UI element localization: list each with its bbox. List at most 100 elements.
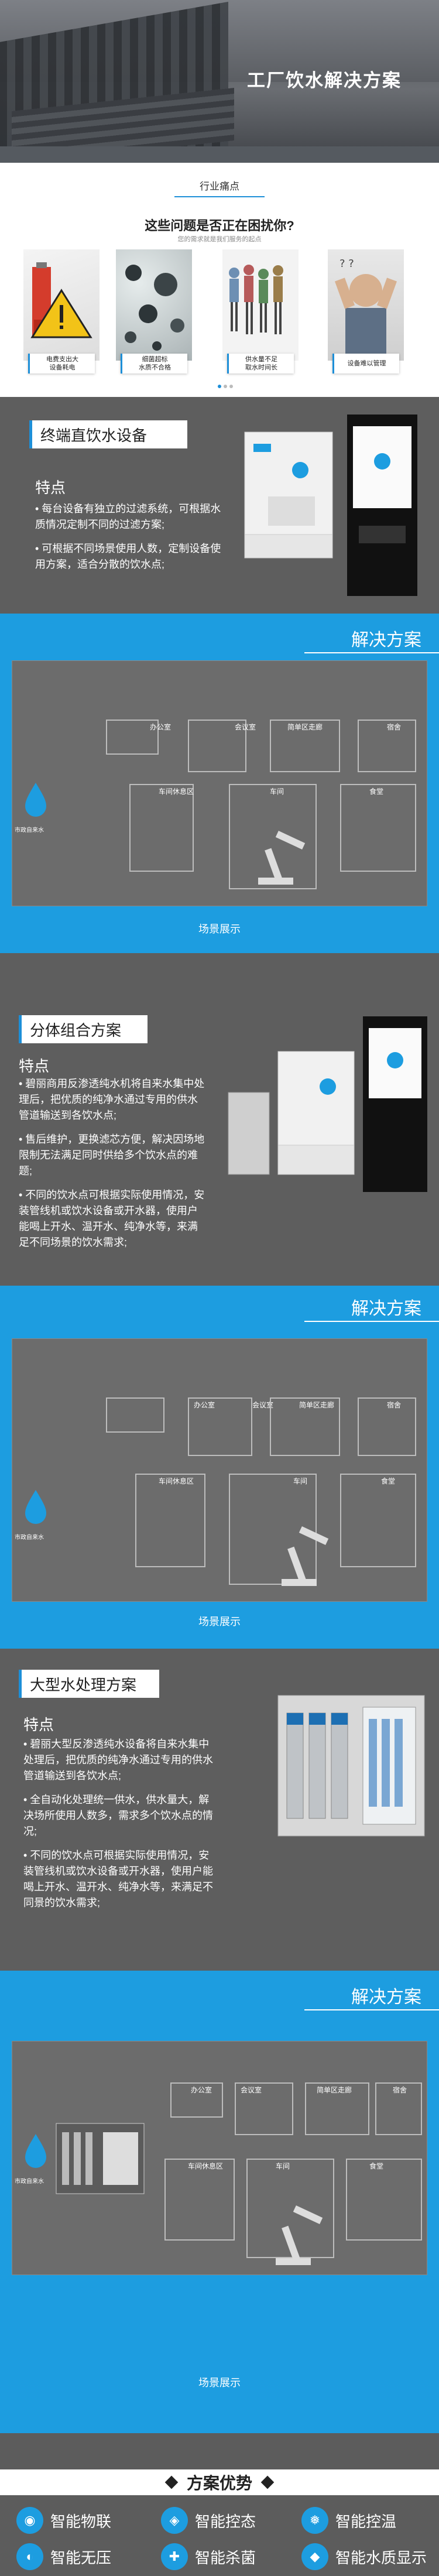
room-label: 简单区走廊 xyxy=(287,723,323,731)
room-label: 会议室 xyxy=(241,2086,262,2094)
feature-heading: 特点 xyxy=(35,479,66,496)
water-drop-icon xyxy=(25,2134,46,2168)
room-label: 食堂 xyxy=(381,1477,396,1485)
pain-points-section: 行业痛点 这些问题是否正在困扰你? 您的需求就是我们服务的起点 电费支出大 设备… xyxy=(0,163,439,397)
advantage-item: ◐智能无压 xyxy=(16,2543,111,2570)
room xyxy=(188,720,246,772)
room-label: 车间 xyxy=(293,1477,308,1485)
feature-item: • 售后维护，更换滤芯方便，解决因场地限制无法满足同时供给多个饮水点的难题; xyxy=(19,1133,205,1177)
bacteria-image xyxy=(116,249,192,361)
crowd-image xyxy=(222,249,299,361)
room-label: 车间休息区 xyxy=(159,787,194,796)
feature-item: • 全自动化处理统一供水，供水量大，解决场所使用人数多，需求多个饮水点的情况; xyxy=(23,1794,213,1837)
feature-item: • 不同的饮水点可根据实际使用情况，安装管线机或饮水设备或开水器，使用户能喝上开… xyxy=(19,1189,205,1248)
room-label: 宿舍 xyxy=(387,1401,402,1409)
room xyxy=(340,1474,416,1567)
scene-label: 场景展示 xyxy=(198,1616,241,1628)
room xyxy=(346,2159,422,2241)
room-label: 食堂 xyxy=(369,2162,384,2170)
advantage-item: ◉智能物联 xyxy=(16,2507,111,2534)
floor-plan-1: 办公室 会议室 简单区走廊 宿舍 车间休息区 车间 食堂 市政自来水 xyxy=(12,660,427,906)
room xyxy=(246,2159,334,2258)
hero-banner: 工厂饮水解决方案 xyxy=(0,0,439,163)
room-label: 办公室 xyxy=(191,2086,212,2094)
quality-icon: ◆ xyxy=(301,2543,328,2570)
sterilize-icon: ✚ xyxy=(161,2543,188,2570)
room xyxy=(106,1397,164,1433)
advantages-title: 方案优势 xyxy=(0,2469,439,2495)
room-label: 车间 xyxy=(276,2162,290,2170)
water-drop-icon xyxy=(25,1490,46,1524)
split-combination-section: 分体组合方案 特点 • 碧丽商用反渗透纯水机将自来水集中处理后，把优质的纯净水通… xyxy=(0,1010,439,1286)
room-label: 会议室 xyxy=(235,723,256,731)
solution-section-2: 解决方案 办公室 会议室 简单区走廊 宿舍 车间休息区 车间 食堂 市政自来水 xyxy=(0,1286,439,1649)
stressed-man-image: ? ? xyxy=(328,249,404,361)
large-treatment-section: 大型水处理方案 特点 • 碧丽大型反渗透纯水设备将自来水集中处理后，把优质的纯净… xyxy=(0,1666,439,1971)
section-title: 终端直饮水设备 xyxy=(29,420,187,448)
room-label: 车间休息区 xyxy=(188,2162,224,2170)
solution-label: 解决方案 xyxy=(351,1988,421,2007)
room-label: 宿舍 xyxy=(387,723,402,731)
solution-section-3: 解决方案 办公室 会议室 简单区走廊 宿舍 车间休息区 车间 食堂 市政自来水 xyxy=(0,1971,439,2433)
room xyxy=(358,1397,416,1456)
room xyxy=(305,2082,369,2135)
room xyxy=(375,2082,422,2135)
drop-icon: ◈ xyxy=(161,2507,188,2534)
feature-item: • 碧丽商用反渗透纯水机将自来水集中处理后，把优质的纯净水通过专用的供水管道输送… xyxy=(19,1078,205,1121)
water-source-label: 市政自来水 xyxy=(15,2178,44,2185)
advantages-section: 方案优势 ◉智能物联 ◈智能控态 ❅智能控温 ◐智能无压 ✚智能杀菌 ◆智能水质… xyxy=(0,2465,439,2576)
room xyxy=(340,784,416,872)
solution-label: 解决方案 xyxy=(351,1299,421,1318)
robot-arm-icon xyxy=(282,1526,329,1586)
pain-question: 这些问题是否正在困扰你? xyxy=(145,218,294,233)
svg-text:? ?: ? ? xyxy=(339,258,354,270)
scene-label: 场景展示 xyxy=(198,923,241,935)
advantage-item: ◆智能水质显示 xyxy=(301,2543,427,2570)
pressure-icon: ◐ xyxy=(16,2543,43,2570)
carousel-dots[interactable] xyxy=(217,381,234,391)
room xyxy=(164,2159,235,2241)
pain-card-bacteria: 细菌超标 水质不合格 xyxy=(116,249,192,381)
advantage-item: ✚智能杀菌 xyxy=(161,2543,256,2570)
feature-list: • 每台设备有独立的过滤系统，可根据水质情况定制不同的过滤方案; • 可根据不同… xyxy=(35,501,222,581)
room xyxy=(235,2082,293,2135)
water-source-label: 市政自来水 xyxy=(15,827,44,834)
room-label: 宿舍 xyxy=(393,2086,407,2094)
room xyxy=(106,720,159,755)
feature-heading: 特点 xyxy=(19,1057,50,1075)
pain-tab[interactable]: 行业痛点 xyxy=(174,178,265,197)
wifi-icon: ◉ xyxy=(16,2507,43,2534)
pain-label: 电费支出大 设备耗电 xyxy=(28,354,95,374)
feature-list: • 碧丽商用反渗透纯水机将自来水集中处理后，把优质的纯净水通过专用的供水管道输送… xyxy=(19,1076,206,1259)
feature-list: • 碧丽大型反渗透纯水设备将自来水集中处理后，把优质的纯净水通过专用的供水管道输… xyxy=(23,1736,217,1919)
room xyxy=(170,2082,223,2118)
advantage-item: ◈智能控态 xyxy=(161,2507,256,2534)
room xyxy=(270,1397,340,1456)
solution-label: 解决方案 xyxy=(351,631,421,650)
solution-section-1: 解决方案 办公室 会议室 简单区走廊 宿舍 车间休息区 车间 食堂 市政自来水 xyxy=(0,614,439,953)
floor-plan-2: 办公室 会议室 简单区走廊 宿舍 车间休息区 车间 食堂 市政自来水 xyxy=(12,1338,427,1602)
water-purifier-combo-image xyxy=(228,1016,427,1192)
room xyxy=(129,784,194,872)
room-label: 会议室 xyxy=(252,1401,274,1409)
diamond-icon xyxy=(164,2475,179,2489)
floor-plan-3: 办公室 会议室 简单区走廊 宿舍 车间休息区 车间 食堂 市政自来水 xyxy=(12,2041,427,2275)
pain-card-management: ? ? 设备难以管理 xyxy=(328,249,404,381)
pain-card-supply: 供水量不足 取水时间长 xyxy=(222,249,299,381)
pain-subtitle: 您的需求就是我们服务的起点 xyxy=(177,236,262,243)
feature-heading: 特点 xyxy=(23,1716,54,1734)
pain-label: 细菌超标 水质不合格 xyxy=(121,354,187,374)
battery-warning-image xyxy=(23,249,100,361)
room xyxy=(188,1397,252,1456)
pain-card-electricity: 电费支出大 设备耗电 xyxy=(23,249,100,381)
ro-system-plan-icon xyxy=(56,2123,145,2194)
room-label: 简单区走廊 xyxy=(317,2086,352,2094)
pain-label: 设备难以管理 xyxy=(332,354,399,374)
room-label: 车间休息区 xyxy=(159,1477,194,1485)
room-label: 食堂 xyxy=(369,787,384,796)
section-title: 大型水处理方案 xyxy=(19,1670,159,1698)
feature-item: • 碧丽大型反渗透纯水设备将自来水集中处理后，把优质的纯净水通过专用的供水管道输… xyxy=(23,1738,213,1782)
diamond-icon xyxy=(260,2475,275,2489)
room xyxy=(229,784,317,889)
